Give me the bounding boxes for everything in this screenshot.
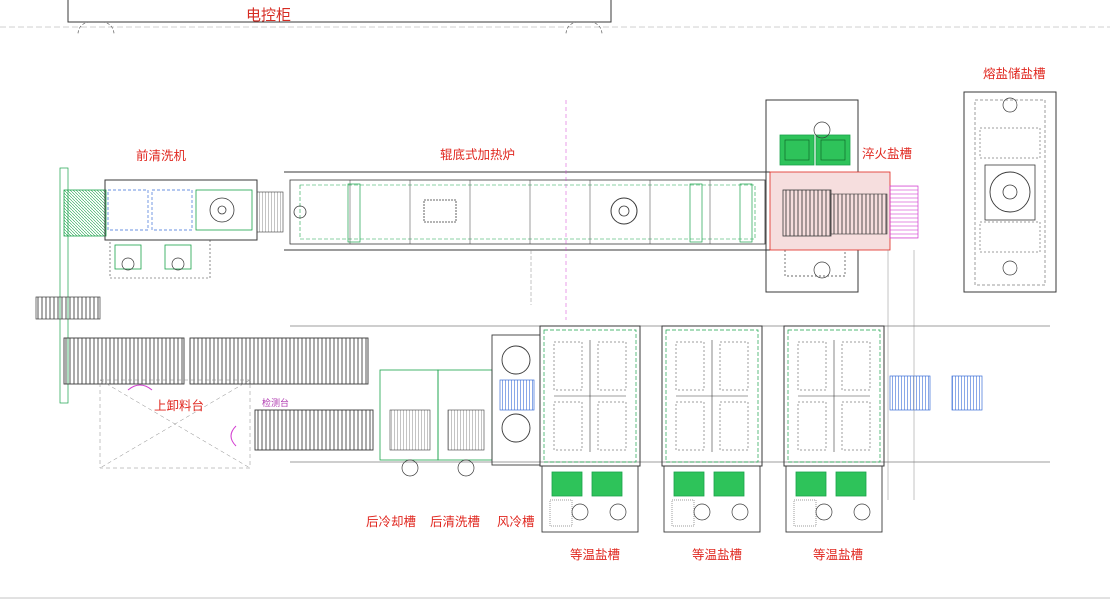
isothermal-salt-tanks — [539, 325, 885, 533]
control-cabinet — [67, 0, 612, 35]
label-iso-tank-1: 等温盐槽 — [570, 547, 621, 562]
label-rear-washer: 后清洗槽 — [430, 514, 481, 529]
label-air-cooling: 风冷槽 — [497, 514, 535, 529]
main-rails — [290, 250, 1050, 500]
label-iso-tank-2: 等温盐槽 — [692, 547, 743, 562]
label-quench-tank: 淬火盐槽 — [862, 146, 913, 161]
label-rear-cooling: 后冷却槽 — [366, 514, 417, 529]
isothermal-tank-2 — [661, 325, 763, 533]
label-loading-table: 上卸料台 — [154, 398, 205, 413]
label-roller-furnace: 辊底式加热炉 — [440, 147, 516, 162]
loading-conveyor — [63, 337, 374, 469]
label-iso-tank-3: 等温盐槽 — [813, 547, 864, 562]
isothermal-tank-3 — [783, 325, 885, 533]
label-front-washer: 前清洗机 — [136, 148, 187, 163]
quench-salt-tank — [765, 99, 919, 293]
isothermal-tank-1 — [539, 325, 641, 533]
front-washer — [35, 167, 284, 404]
roller-hearth-furnace — [284, 100, 770, 320]
rear-cooling-washing-stations — [379, 334, 541, 477]
label-control-cabinet: 电控柜 — [246, 6, 292, 24]
molten-salt-storage-tank — [963, 91, 1057, 293]
label-inspection-table: 检测台 — [262, 399, 290, 409]
label-salt-storage: 熔盐储盐槽 — [983, 66, 1046, 81]
